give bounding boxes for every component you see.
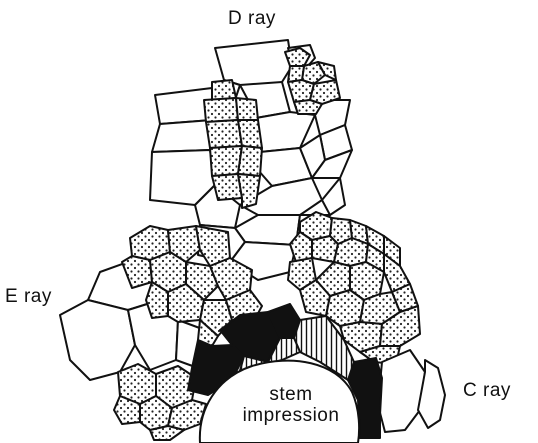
plate xyxy=(236,98,258,120)
plate xyxy=(210,146,242,176)
plate xyxy=(152,120,212,152)
plate xyxy=(238,146,262,176)
c-ray-arm xyxy=(378,350,445,432)
plate xyxy=(310,80,340,104)
plate xyxy=(294,100,322,114)
e-ray-label: E ray xyxy=(5,286,52,308)
plate xyxy=(212,80,236,100)
plate xyxy=(238,174,260,208)
plate xyxy=(155,88,212,124)
c-ray-label: C ray xyxy=(463,380,511,402)
plate xyxy=(378,350,425,432)
stem-label-line-1: stem xyxy=(236,384,346,405)
plate xyxy=(150,426,184,440)
stem-impression-label: stem impression xyxy=(236,384,346,426)
plate xyxy=(238,120,262,148)
plate xyxy=(204,98,238,122)
plate xyxy=(322,178,345,215)
stem-label-line-2: impression xyxy=(236,405,346,426)
d-ray-label: D ray xyxy=(228,8,276,30)
plate xyxy=(60,300,135,380)
plate xyxy=(326,290,364,326)
plate xyxy=(212,174,242,200)
plate xyxy=(206,120,242,148)
